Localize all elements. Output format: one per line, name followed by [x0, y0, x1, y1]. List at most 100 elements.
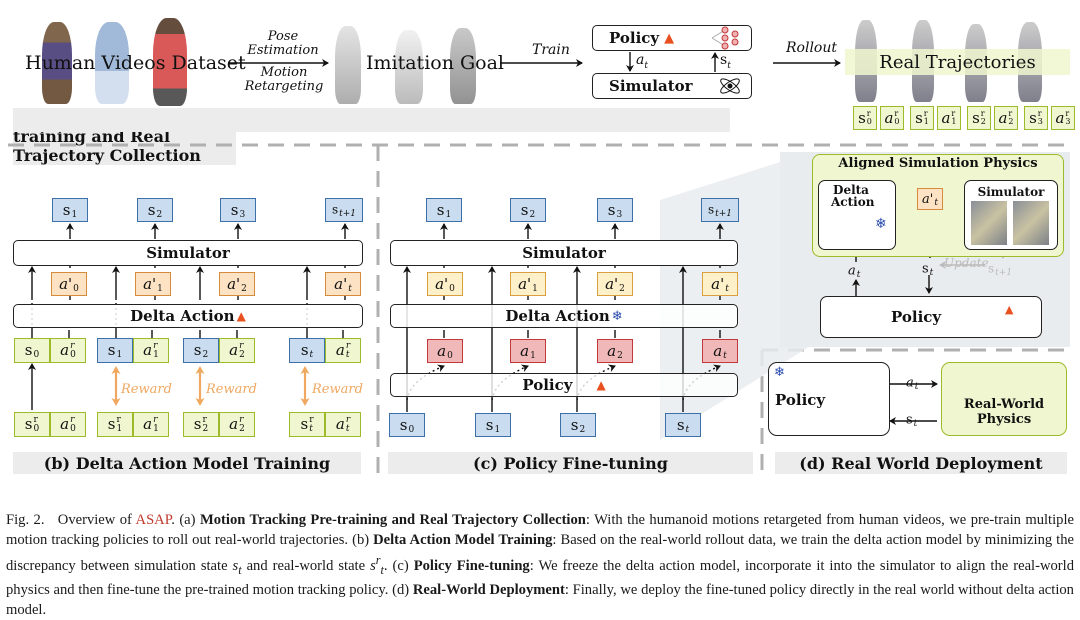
- human-figure-3: [153, 18, 187, 106]
- sim-state: s 3: [597, 198, 633, 222]
- asap-link[interactable]: ASAP: [135, 512, 172, 528]
- next-state-label: s t+1: [988, 261, 1013, 278]
- simulator-label-b: Simulator: [146, 244, 230, 262]
- real-state-letter: s: [370, 557, 376, 574]
- delta-action-label-c: Delta Action: [505, 307, 610, 325]
- sim-frame-1: [971, 201, 1007, 245]
- fire-icon: ▲: [664, 30, 675, 46]
- delta-action-text: a' 0: [59, 274, 79, 294]
- a-title: Motion Tracking Pre-training and Real Tr…: [199, 512, 586, 528]
- b-title: Delta Action Model Training: [373, 532, 553, 548]
- c-tag: (c): [392, 557, 409, 574]
- delta-action-output: a' t: [702, 272, 738, 296]
- delta-output-aligned: a' t: [917, 188, 943, 210]
- sim-state-text: s 3: [230, 200, 246, 220]
- delta-action-output: a' 1: [135, 272, 171, 296]
- delta-action-output: a' 2: [597, 272, 633, 296]
- fire-icon: ▲: [1005, 303, 1014, 316]
- state-label-aligned: s t: [922, 261, 934, 278]
- token-base: s: [915, 109, 923, 127]
- fire-icon: ▲: [596, 378, 606, 392]
- delta-action-text: a' 1: [518, 274, 538, 294]
- delta-action-box-c: Delta Action ❄: [390, 304, 738, 328]
- sim-state-text: s 2: [147, 200, 163, 220]
- real-trajectories-banner: Real Trajectories: [845, 49, 1070, 75]
- robot-figure-2: [395, 30, 423, 104]
- sim-state: s 3: [220, 198, 256, 222]
- input-state: s 2: [560, 413, 596, 437]
- real-world-physics-box: Real-World Physics: [941, 362, 1067, 436]
- train-label: Train: [532, 42, 570, 58]
- delta-action-output: a' t: [325, 272, 361, 296]
- token-base: s: [972, 109, 980, 127]
- reward-label: Reward: [206, 382, 257, 397]
- delta-action-output: a' 1: [510, 272, 546, 296]
- delta-action-output: a' 0: [427, 272, 463, 296]
- panel-a-caption-bg: [13, 108, 730, 132]
- reward-label: Reward: [312, 382, 363, 397]
- action-label-d: a t: [906, 375, 919, 392]
- policy-action: a 2: [597, 339, 633, 363]
- token-base: s: [858, 109, 866, 127]
- panel-b-caption: (b) Delta Action Model Training: [13, 452, 361, 474]
- b-text-2: and real-world state: [246, 557, 366, 574]
- sim-state: s t+1: [701, 198, 739, 222]
- sim-input-state: s 0: [14, 338, 50, 363]
- delta-action-text: a' t: [711, 274, 729, 294]
- snowflake-icon: ❄: [875, 216, 887, 232]
- token-base: a: [1055, 109, 1065, 127]
- b-tag: (b): [352, 532, 370, 548]
- sim-state-text: s 2: [520, 200, 536, 220]
- policy-action-text: a 1: [520, 341, 536, 361]
- robot-figure-3: [450, 28, 476, 104]
- panel-c-caption: (c) Policy Fine-tuning: [388, 452, 753, 474]
- sim-state-text: s 3: [607, 200, 623, 220]
- b-text-1: : Based on the real-world rollout data, …: [6, 532, 1074, 574]
- policy-action-text: a 0: [437, 341, 453, 361]
- motion-retargeting-label: Motion Retargeting: [236, 66, 332, 94]
- delta-action-output: a' 2: [219, 272, 255, 296]
- robot-figure-1: [335, 26, 361, 104]
- a-tag: (a): [179, 512, 196, 528]
- input-state: s 1: [475, 413, 511, 437]
- human-figure-2: [95, 22, 129, 104]
- sim-frame-2: [1013, 201, 1049, 245]
- real-state-symbol: srt: [370, 553, 384, 577]
- state-label-a: st: [720, 52, 731, 71]
- token-base: a: [941, 109, 951, 127]
- delta-action-box-aligned: Delta Action ❄: [818, 180, 896, 250]
- human-figure-1: [42, 22, 72, 104]
- token-base: s: [1029, 109, 1037, 127]
- delta-action-label-aligned: Delta Action: [831, 183, 875, 209]
- imitation-goal-label: Imitation Goal: [366, 52, 505, 74]
- policy-action: a 1: [510, 339, 546, 363]
- atom-icon: [720, 78, 740, 94]
- fig-number: Fig. 2.: [6, 512, 45, 528]
- a-text: : With the humanoid motions retargeted f…: [6, 512, 1074, 548]
